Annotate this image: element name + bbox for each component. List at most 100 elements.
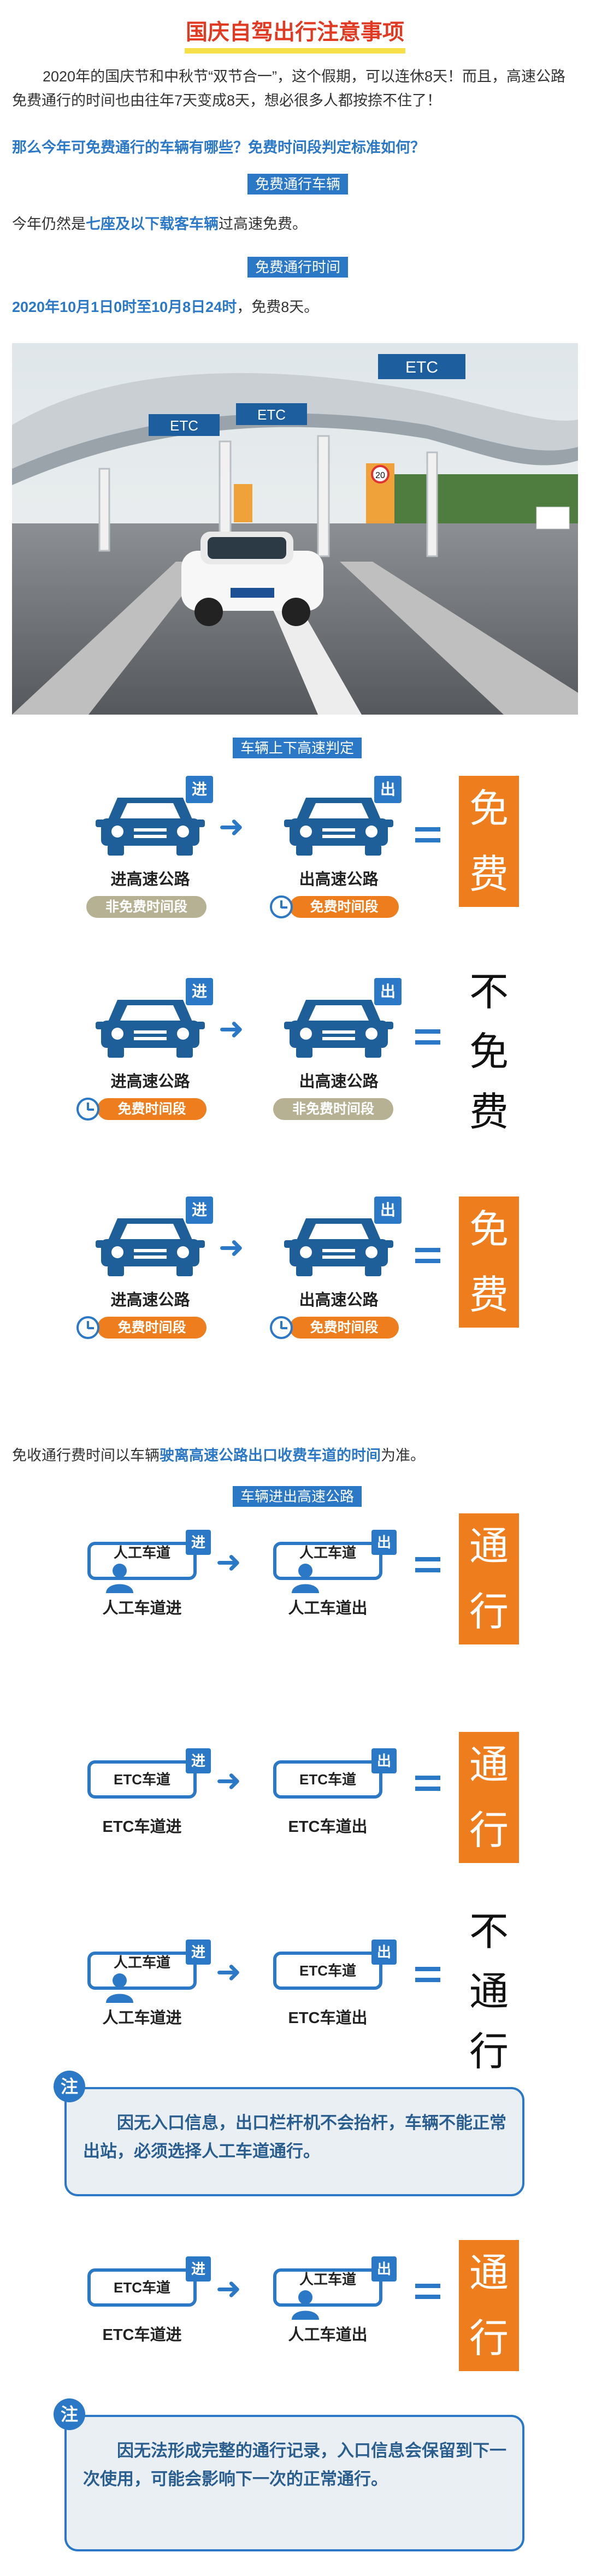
out-lane-frame: [273, 1952, 382, 1990]
equals-icon: [415, 1029, 440, 1045]
in-person-icon: [104, 1971, 135, 2003]
out-lane-label: 人工车道出: [288, 2326, 368, 2344]
toll-station-photo: ETC ETC ETC 20: [12, 343, 578, 715]
out-lane-icon: 人工车道出: [273, 2256, 397, 2320]
clock-icon: [270, 895, 293, 918]
speed-sign-number: 20: [375, 471, 385, 480]
in-label: 进高速公路: [110, 1073, 190, 1090]
out-lane-text: 人工车道: [299, 1545, 356, 1561]
in-person-icon: [104, 1561, 135, 1593]
rule-highlight: 驶离高速公路出口收费车道的时间: [160, 1447, 381, 1464]
result-char: 不: [469, 1908, 509, 1954]
in-lane-label: 人工车道进: [102, 1600, 182, 1617]
arrow-right-icon: ➜: [216, 2271, 241, 2306]
out-lane-frame: [273, 2268, 382, 2307]
result-char: 不: [469, 969, 509, 1015]
out-lane-label: ETC车道出: [288, 2009, 368, 2027]
in-lane-icon: ETC车道进: [87, 1748, 211, 1808]
out-lane-text: 人工车道: [299, 2271, 356, 2288]
result-char: 费: [469, 1089, 509, 1135]
enter-tag: 进: [186, 1196, 213, 1224]
result-char: 费: [469, 1272, 509, 1318]
time-highlight: 2020年10月1日0时至10月8日24时: [12, 299, 237, 315]
in-period-pill: 免费时间段: [97, 1098, 206, 1120]
equals-icon: [415, 1776, 440, 1791]
banner-time: 免费通行时间: [247, 257, 349, 278]
in-lane-icon: 人工车道进: [87, 1940, 211, 2003]
out-lane-label: ETC车道出: [288, 1818, 368, 1836]
in-lane-icon: 人工车道进: [87, 1530, 211, 1593]
car-out-icon: [284, 989, 393, 1063]
result-char: 通: [469, 2250, 509, 2296]
result-char: 行: [469, 2029, 509, 2074]
result-text: 通行: [459, 1732, 519, 1863]
in-tag: 进: [186, 1530, 211, 1555]
arrow-right-icon: ➜: [216, 1954, 241, 1989]
banner-lanes: 车辆进出高速公路: [233, 1486, 362, 1507]
title-highlight: [185, 48, 405, 54]
in-lane-label: 人工车道进: [102, 2009, 182, 2027]
out-label: 出高速公路: [299, 1073, 379, 1090]
toll-station-illustration: ETC ETC ETC 20: [12, 343, 578, 715]
out-label: 出高速公路: [299, 1292, 379, 1309]
car-out-icon: [284, 1207, 393, 1281]
out-lane-icon: ETC车道出: [273, 1940, 397, 2000]
result-text: 免费: [459, 776, 519, 907]
result-text: 不通行: [459, 1901, 519, 2082]
in-lane-label: ETC车道进: [102, 2326, 182, 2344]
in-period-pill: 非免费时间段: [86, 896, 206, 918]
enter-tag: 进: [186, 978, 213, 1005]
equals-icon: [415, 1248, 440, 1263]
in-lane-icon: ETC车道进: [87, 2256, 211, 2316]
time-paragraph: 2020年10月1日0时至10月8日24时，免费8天。: [12, 295, 578, 319]
arrow-right-icon: ➜: [216, 1763, 241, 1797]
question-heading: 那么今年可免费通行的车辆有哪些？免费时间段判定标准如何？: [12, 139, 425, 156]
in-lane-text: 人工车道: [113, 1954, 170, 1971]
equals-icon: [415, 2284, 440, 2299]
note-text-1: 因无入口信息，出口栏杆机不会抬杆，车辆不能正常出站，必须选择人工车道通行。: [83, 2113, 506, 2161]
out-period-pill: 免费时间段: [290, 1317, 399, 1339]
out-tag: 出: [371, 1940, 397, 1965]
result-char: 通: [469, 1742, 509, 1788]
in-label: 进高速公路: [110, 1292, 190, 1309]
out-label: 出高速公路: [299, 871, 379, 888]
result-char: 免: [469, 1029, 509, 1075]
vehicles-text-post: 过高速免费。: [219, 216, 307, 232]
in-tag: 进: [186, 1748, 211, 1773]
result-text: 免费: [459, 1196, 519, 1328]
out-tag: 出: [371, 1530, 397, 1555]
rule-paragraph: 免收通行费时间以车辆驶离高速公路出口收费车道的时间为准。: [12, 1443, 578, 1467]
out-lane-icon: ETC车道出: [273, 1748, 397, 1808]
gantry-text-3: ETC: [405, 358, 438, 376]
time-text-post: ，免费8天。: [237, 299, 319, 315]
page-title: 国庆自驾出行注意事项: [186, 20, 404, 44]
out-lane-icon: 人工车道出: [273, 1530, 397, 1593]
exit-tag: 出: [374, 776, 402, 803]
clock-icon: [76, 1316, 99, 1339]
result-text: 通行: [459, 2240, 519, 2371]
in-lane-frame: [87, 1952, 197, 1990]
result-text: 不免费: [459, 962, 519, 1142]
equals-icon: [415, 1967, 440, 1982]
exit-tag: 出: [374, 978, 402, 1005]
in-label: 进高速公路: [110, 871, 190, 888]
rule-text-post: 为准。: [381, 1447, 425, 1464]
out-period-pill: 非免费时间段: [273, 1098, 393, 1120]
vehicles-highlight: 七座及以下载客车辆: [86, 216, 219, 232]
in-lane-text: ETC车道: [113, 1771, 170, 1788]
arrow-right-icon: ➜: [219, 1230, 244, 1264]
result-char: 通: [469, 1523, 509, 1569]
intro-paragraph: 2020年的国庆节和中秋节“双节合一”，这个假期，可以连休8天！而且，高速公路免…: [12, 68, 566, 109]
car-in-icon: [96, 1207, 205, 1281]
gantry-text-2: ETC: [257, 406, 286, 423]
in-lane-text: ETC车道: [113, 2279, 170, 2296]
out-person-icon: [290, 2288, 321, 2320]
banner-judge: 车辆上下高速判定: [233, 738, 362, 758]
equals-icon: [415, 1557, 440, 1572]
note-text-2: 因无法形成完整的通行记录，入口信息会保留到下一次使用，可能会影响下一次的正常通行…: [83, 2441, 506, 2489]
result-char: 行: [469, 2315, 509, 2361]
in-lane-text: 人工车道: [113, 1545, 170, 1561]
vehicles-text-pre: 今年仍然是: [12, 216, 86, 232]
enter-tag: 进: [186, 776, 213, 803]
